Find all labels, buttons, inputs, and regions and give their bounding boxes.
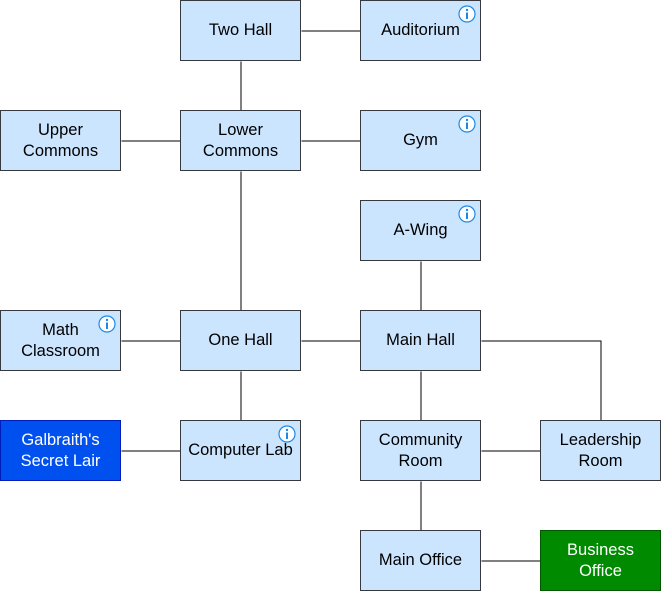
node-label: Main Office — [378, 551, 463, 569]
node-label: Upper Commons — [22, 120, 99, 160]
info-icon[interactable] — [98, 315, 116, 333]
node-one-hall[interactable]: One Hall — [180, 310, 301, 371]
node-a-wing[interactable]: A-Wing — [360, 200, 481, 261]
node-upper-commons[interactable]: Upper Commons — [0, 110, 121, 171]
node-label: Gym — [403, 131, 438, 149]
node-label: A-Wing — [393, 221, 448, 239]
node-main-hall[interactable]: Main Hall — [360, 310, 481, 371]
node-label: Main Hall — [386, 331, 455, 349]
node-galbraiths-secret-lair[interactable]: Galbraith's Secret Lair — [0, 420, 121, 481]
node-label: Galbraith's Secret Lair — [20, 430, 101, 470]
connector-main_hall-leadership_room — [481, 340, 602, 421]
node-label: Business Office — [567, 540, 634, 580]
node-community-room[interactable]: Community Room — [360, 420, 481, 481]
node-label: One Hall — [208, 331, 273, 349]
node-label: Lower Commons — [202, 120, 279, 160]
node-label: Community Room — [378, 430, 463, 470]
node-label: Math Classroom — [21, 320, 100, 360]
node-leadership-room[interactable]: Leadership Room — [540, 420, 661, 481]
node-label: Two Hall — [208, 21, 273, 39]
node-two-hall[interactable]: Two Hall — [180, 0, 301, 61]
info-icon[interactable] — [458, 115, 476, 133]
node-math-classroom[interactable]: Math Classroom — [0, 310, 121, 371]
node-label: Computer Lab — [188, 441, 293, 459]
node-main-office[interactable]: Main Office — [360, 530, 481, 591]
info-icon[interactable] — [458, 205, 476, 223]
node-computer-lab[interactable]: Computer Lab — [180, 420, 301, 481]
node-gym[interactable]: Gym — [360, 110, 481, 171]
node-label: Auditorium — [381, 21, 460, 39]
info-icon[interactable] — [458, 5, 476, 23]
node-lower-commons[interactable]: Lower Commons — [180, 110, 301, 171]
connector-group — [121, 30, 602, 562]
node-business-office[interactable]: Business Office — [540, 530, 661, 591]
node-auditorium[interactable]: Auditorium — [360, 0, 481, 61]
node-label: Leadership Room — [559, 430, 642, 470]
info-icon[interactable] — [278, 425, 296, 443]
